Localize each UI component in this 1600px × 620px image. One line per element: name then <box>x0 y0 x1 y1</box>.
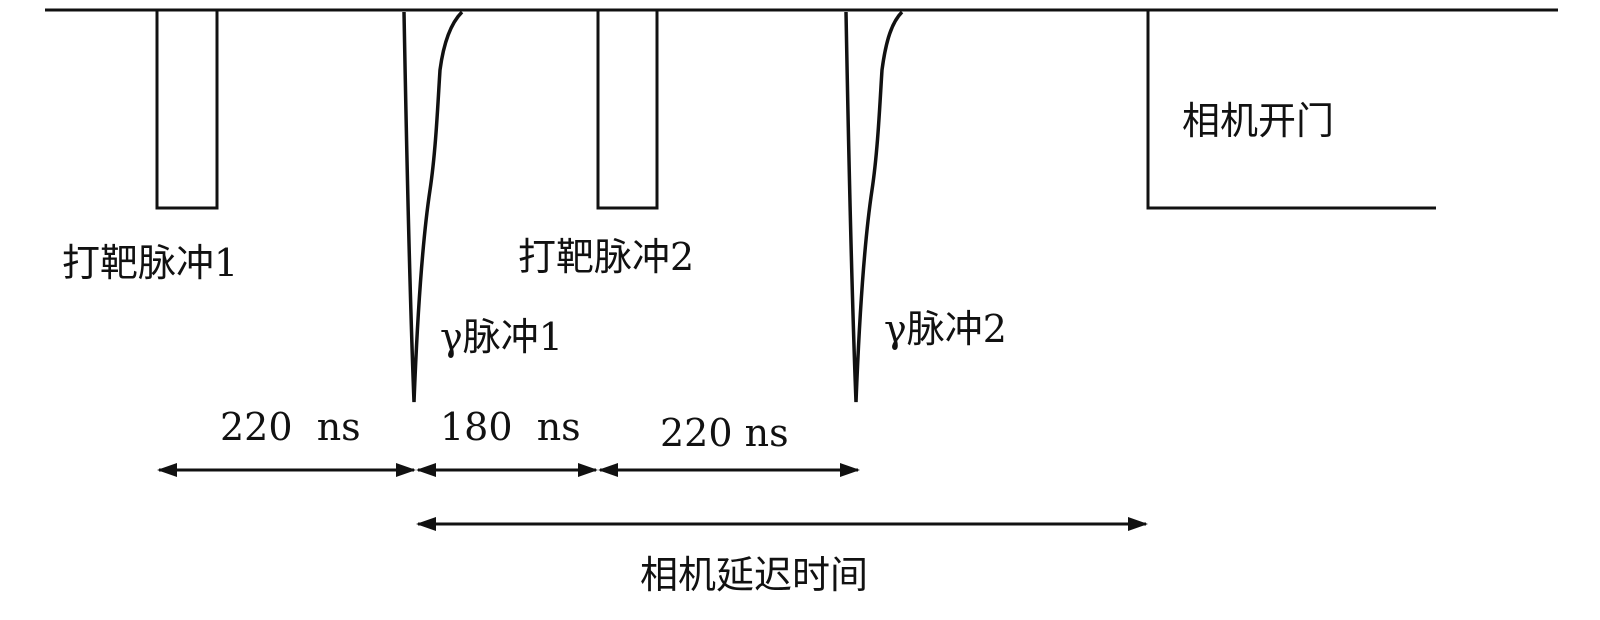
interval-2-label: 180 ns <box>440 405 581 449</box>
camera-gate-shape <box>1146 10 1436 210</box>
target-pulse-2-label: 打靶脉冲2 <box>518 235 694 279</box>
camera-open-label: 相机开门 <box>1182 99 1334 143</box>
target-pulse-1-label: 打靶脉冲1 <box>62 241 238 285</box>
target-pulse-2-shape <box>596 10 659 210</box>
interval-3-label: 220 ns <box>660 411 789 455</box>
interval-1-label: 220 ns <box>220 405 361 449</box>
gamma-pulse-1-shape <box>402 10 464 403</box>
gamma-pulse-1-label: γ脉冲1 <box>440 315 563 359</box>
gamma-pulse-2-shape <box>844 10 904 403</box>
target-pulse-1-shape <box>155 10 219 210</box>
gamma-pulse-2-label: γ脉冲2 <box>884 307 1007 351</box>
camera-delay-label: 相机延迟时间 <box>640 553 868 597</box>
